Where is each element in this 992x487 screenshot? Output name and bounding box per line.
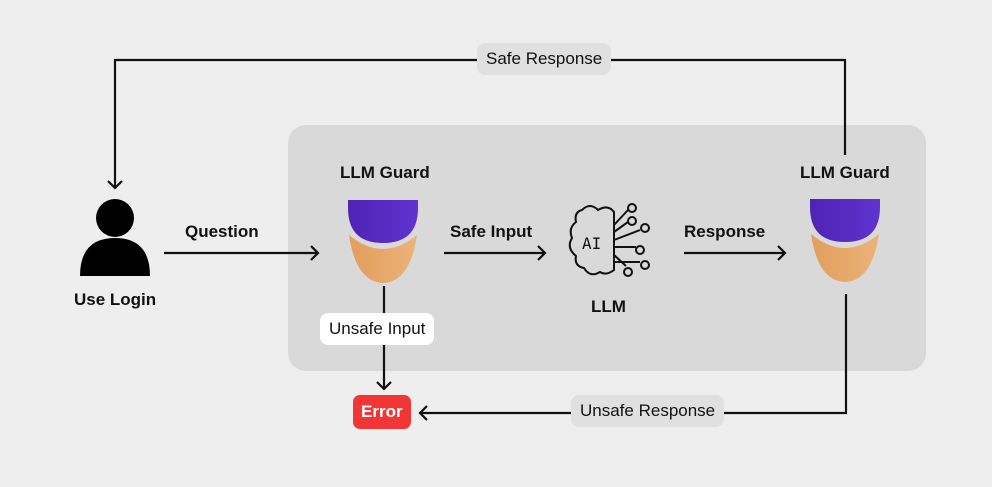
ai-icon-text: AI [582,234,601,253]
guard-input-label: LLM Guard [340,163,430,182]
safe-response-arrowhead [107,180,123,190]
user-icon [80,199,150,276]
safe-input-label: Safe Input [450,222,533,241]
response-arrowhead [777,245,787,261]
unsafe-input-arrowhead [376,381,392,391]
unsafe-response-label: Unsafe Response [571,395,725,427]
guard-output-label: LLM Guard [800,163,890,182]
safe-input-arrowhead [537,245,547,261]
question-label: Question [185,222,259,241]
unsafe-response-line [420,294,848,415]
response-label: Response [684,222,766,241]
shield-icon-input [348,200,418,283]
safe-response-label: Safe Response [477,43,612,75]
question-arrowhead [310,245,320,261]
unsafe-input-label: Unsafe Input [320,313,435,345]
unsafe-response-arrowhead [418,405,428,421]
safe-response-line [113,58,847,188]
shield-icon-output [810,199,880,282]
llm-label: LLM [591,297,626,316]
error-node: Error [353,395,411,429]
ai-brain-icon [568,203,650,277]
user-label: Use Login [74,290,157,309]
